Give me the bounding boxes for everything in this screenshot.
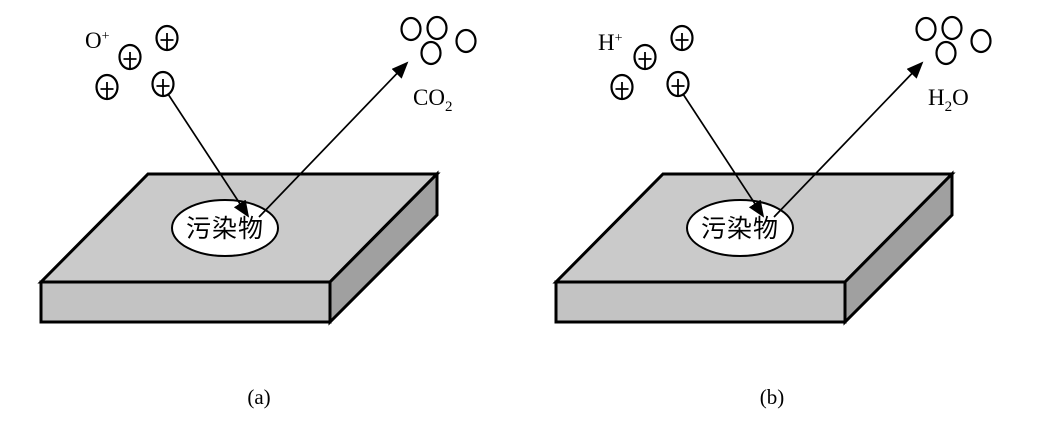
molecule-circle-icon: [941, 15, 963, 41]
circled-plus-icon: [95, 73, 119, 101]
slab-front-face: [554, 280, 847, 324]
molecule-circle-icon: [400, 16, 422, 42]
circled-plus-icon: [155, 24, 179, 52]
outgoing-product-arrow: [258, 61, 409, 218]
circled-plus-icon: [118, 43, 142, 71]
outgoing-product-arrow: [773, 61, 924, 218]
molecule-circle-icon: [970, 28, 992, 54]
product-molecule-cluster: [400, 15, 477, 66]
molecule-circle-icon: [935, 40, 957, 66]
panel-a: 污染物 O+: [37, 15, 477, 409]
molecule-circle-icon: [915, 16, 937, 42]
product-molecule-label: CO2: [413, 85, 452, 115]
incoming-ion-arrow: [682, 93, 765, 218]
pollutant-spot-ellipse: [686, 199, 794, 257]
pollutant-label: 污染物: [186, 215, 264, 243]
panel-b: 污染物 H+: [552, 15, 992, 409]
ion-cluster: [610, 24, 694, 101]
panel-caption: (a): [247, 385, 270, 409]
pollutant-label: 污染物: [701, 215, 779, 243]
circled-plus-icon: [670, 24, 694, 52]
incoming-ion-arrow: [167, 93, 250, 218]
slab-front-face: [39, 280, 332, 324]
product-molecule-label: H2O: [928, 85, 969, 115]
product-molecule-cluster: [915, 15, 992, 66]
molecule-circle-icon: [420, 40, 442, 66]
circled-plus-icon: [151, 70, 175, 98]
reactant-ion-label: H+: [598, 30, 623, 55]
circled-plus-icon: [633, 43, 657, 71]
circled-plus-icon: [610, 73, 634, 101]
pollutant-spot-ellipse: [171, 199, 279, 257]
reactant-ion-label: O+: [85, 28, 110, 53]
panel-caption: (b): [760, 385, 785, 409]
circled-plus-icon: [666, 70, 690, 98]
molecule-circle-icon: [455, 28, 477, 54]
ion-cluster: [95, 24, 179, 101]
molecule-circle-icon: [426, 15, 448, 41]
